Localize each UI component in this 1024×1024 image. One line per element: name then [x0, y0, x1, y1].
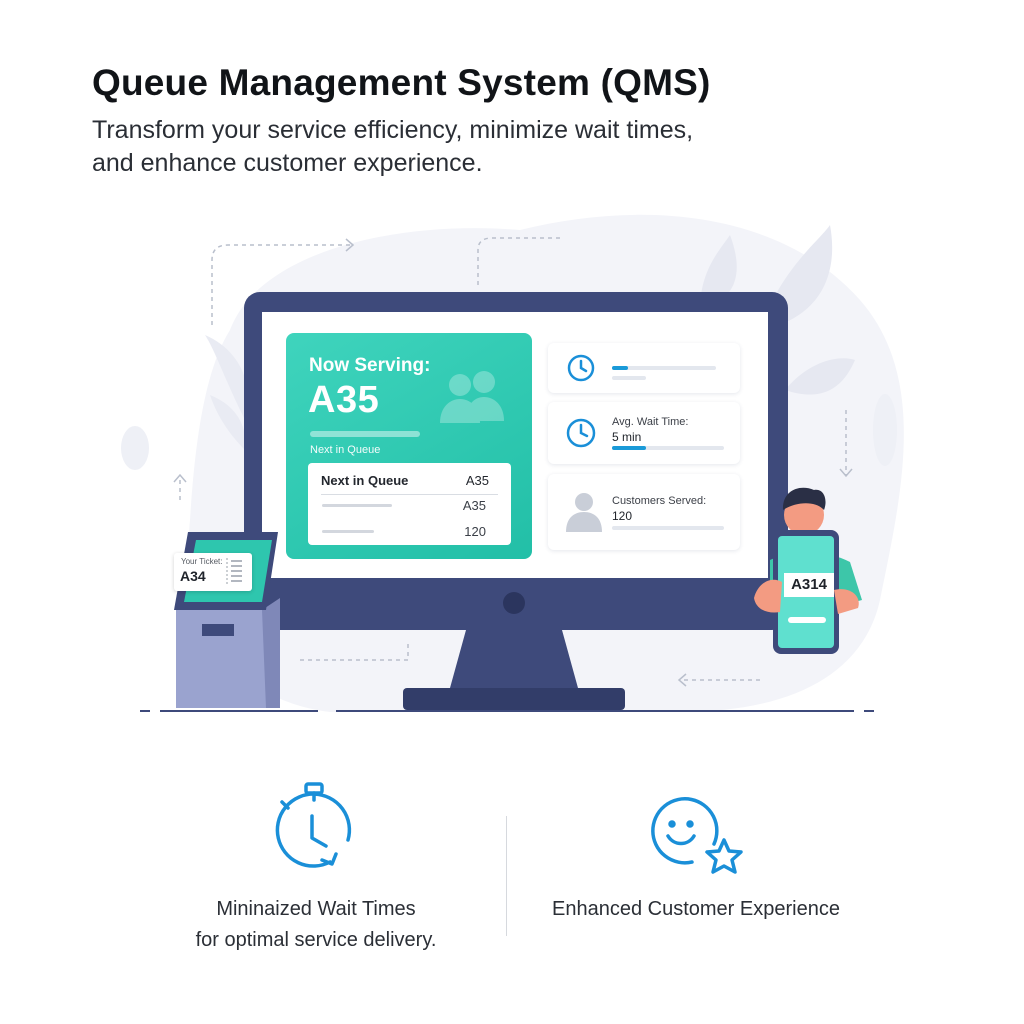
feature-divider — [506, 816, 507, 936]
bubble-decoration — [873, 394, 897, 466]
queue-list-header-value: A35 — [465, 473, 489, 488]
monitor-stand-base — [403, 688, 625, 710]
clock-icon — [567, 354, 595, 382]
monitor-power-dot — [503, 592, 525, 614]
stat-bar-placeholder — [612, 526, 724, 530]
stopwatch-icon — [275, 782, 352, 868]
stat-card-progress — [548, 343, 740, 393]
serving-progress-bar — [310, 431, 420, 437]
feature-title-wait-times: Mininaized Wait Times — [216, 898, 416, 920]
monitor-screen: Now Serving: A35 Next in Queue Next in Q… — [262, 312, 768, 578]
flow-arrows — [179, 237, 847, 681]
user-icon — [566, 493, 602, 532]
avg-wait-time-value: 5 min — [612, 430, 642, 444]
now-serving-label: Now Serving: — [309, 355, 431, 376]
subtitle-line-1: Transform your service efficiency, minim… — [92, 116, 694, 144]
people-icon — [440, 371, 504, 423]
queue-row-placeholder — [322, 530, 374, 533]
leaves-decoration-left — [205, 335, 249, 450]
barcode-icon — [226, 558, 242, 586]
monitor-stand-neck — [450, 630, 578, 688]
stat-card-wait-time: Avg. Wait Time: 5 min — [548, 402, 740, 464]
feature-title-customer-experience: Enhanced Customer Experience — [552, 898, 840, 920]
kiosk-ticket: Your Ticket: A34 — [174, 553, 252, 591]
subtitle-line-2: and enhance customer experience. — [92, 149, 483, 177]
phone-ticket-number: A314 — [784, 573, 834, 597]
stat-bar-placeholder — [612, 376, 646, 380]
feature-desc-wait-times: for optimal service delivery. — [195, 929, 437, 951]
queue-row-value: 120 — [464, 524, 486, 539]
stat-bar-fill — [612, 366, 628, 370]
queue-row-placeholder — [322, 504, 392, 507]
now-serving-card: Now Serving: A35 Next in Queue Next in Q… — [286, 333, 532, 559]
bubble-decoration — [121, 426, 149, 470]
page-title: Queue Management System (QMS) — [92, 62, 711, 103]
ticket-number: A34 — [180, 568, 206, 584]
smiley-star-icon — [651, 797, 743, 874]
stat-card-customers-served: Customers Served: 120 — [548, 474, 740, 550]
queue-list-header: Next in Queue — [321, 473, 409, 488]
queue-row-value: A35 — [462, 498, 486, 513]
stat-bar-track — [612, 446, 724, 450]
queue-divider — [321, 494, 498, 495]
next-in-queue-label: Next in Queue — [310, 444, 381, 456]
customers-served-value: 120 — [612, 509, 633, 523]
stat-bar-track — [612, 366, 716, 370]
customers-served-label: Customers Served: — [612, 495, 707, 507]
page-subtitle: Transform your service efficiency, minim… — [92, 114, 812, 180]
ticket-label: Your Ticket: — [181, 557, 223, 566]
now-serving-number: A35 — [308, 379, 380, 421]
arrow-heads — [173, 238, 853, 687]
queue-list: Next in Queue A35 A35 120 — [308, 463, 511, 545]
avg-wait-time-label: Avg. Wait Time: — [612, 416, 689, 428]
stat-bar-fill — [612, 446, 646, 450]
clock-icon — [566, 418, 596, 448]
